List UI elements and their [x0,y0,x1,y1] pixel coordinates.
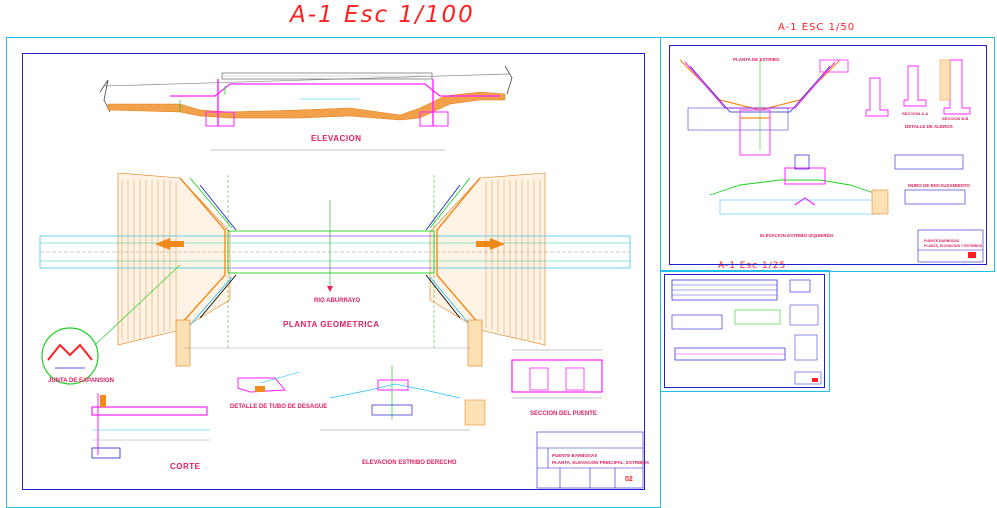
tb-line2: PLANTA, ELEVACION PRINCIPAL, ESTRIBOS [552,460,650,465]
label-detalle-aleros: DETALLE DE ALEROS [905,124,953,129]
tubo-drawing [237,371,301,393]
main-sheet-border [22,53,645,490]
sheet-50-border [669,45,987,265]
label-rio: RIO ABURRAYO [314,298,361,304]
label-tubo: DETALLE DE TUBO DE DESAGUE [230,404,328,410]
scale-50-title: A-1 ESC 1/50 [778,22,856,33]
tb50-line2: PLANTA, ELEVACION Y ESTRIBOS [924,244,983,248]
tb-line1: PUENTE BARBOSAS [552,453,598,458]
label-estribo: ELEVACION ESTRIBO DERECHO [362,460,457,466]
label-planta-estribo: PLANTA DE ESTRIBO [733,57,780,62]
main-title: A-1 Esc 1/100 [290,2,475,28]
plan-drawing [39,172,631,367]
elevation-drawing [99,65,513,151]
label-seccion: SECCION DEL PUENTE [530,411,597,417]
sheet-50-drawing [679,59,984,263]
sheet-25-frame [660,270,830,392]
label-elevacion: ELEVACION [311,134,362,143]
embankment-hatch [121,180,541,340]
sheet-50-frame [660,37,995,272]
sheet-25-drawing [671,279,822,385]
label-seccion-bb: SECCION B-B [942,116,969,121]
tb50-line1: PUENTE BARBOSAS [924,239,960,243]
label-seccion-aa: SECCION A-A [902,111,929,116]
label-planta: PLANTA GEOMETRICA [283,320,380,329]
label-corte: CORTE [170,462,201,471]
bridge-section [511,349,603,399]
corte-drawing [91,393,210,459]
main-title-block [536,431,644,489]
sheet-25-border [664,274,825,388]
label-elev-estribo-izq: ELEVACION ESTRIBO IZQUIERDO [760,233,834,238]
label-muro: MURO DE ENCAUZAMIENTO [908,183,970,188]
joint-detail [41,264,181,385]
label-junta: JUNTA DE EXPANSION [48,378,114,384]
scale-25-title: A-1 Esc 1/25 [718,261,787,271]
estribo-elevation [320,365,486,431]
tb-sheet-no: 02 [625,476,633,483]
